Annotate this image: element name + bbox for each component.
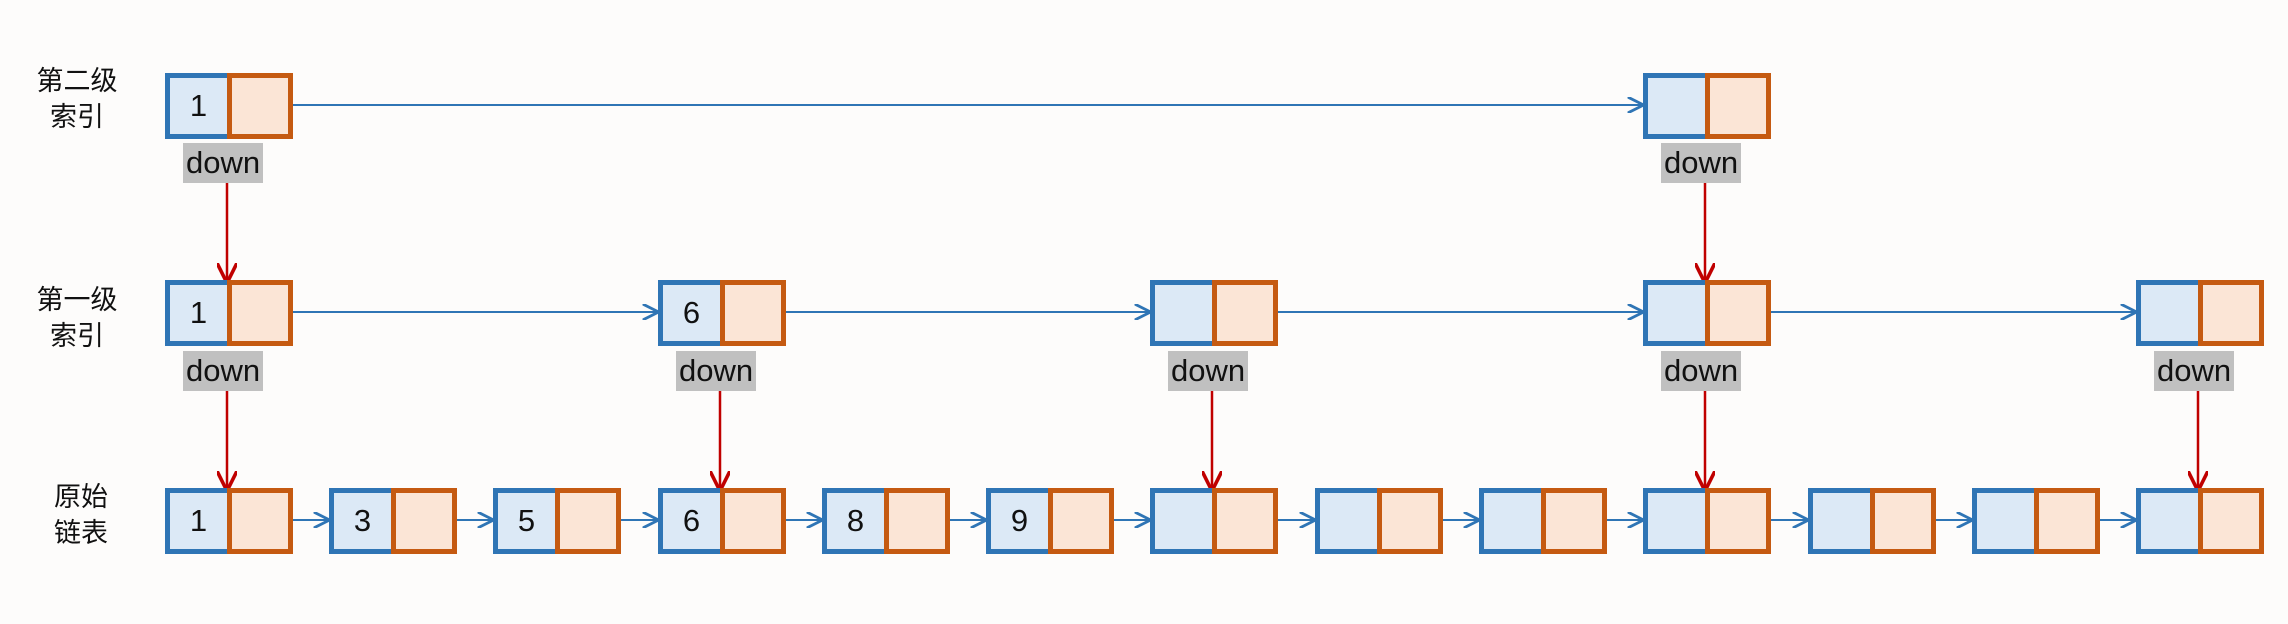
node-key: 5: [493, 488, 560, 554]
node-next-pointer: [1212, 280, 1278, 346]
node-key: [2136, 280, 2203, 346]
node-next-pointer: [884, 488, 950, 554]
level1-node: [1643, 280, 1771, 346]
level2-label: 第二级 索引: [22, 64, 132, 136]
node-next-pointer: [1870, 488, 1936, 554]
node-next-pointer: [555, 488, 621, 554]
node-key: 8: [822, 488, 889, 554]
base-node: [1643, 488, 1771, 554]
base-node: 9: [986, 488, 1114, 554]
level1-node: 6: [658, 280, 786, 346]
base-node: 5: [493, 488, 621, 554]
level1-label-line1: 第一级: [36, 285, 118, 316]
node-next-pointer: [1541, 488, 1607, 554]
down-label: down: [183, 351, 264, 391]
node-next-pointer: [227, 488, 293, 554]
node-key: 1: [165, 280, 232, 346]
node-key: [1315, 488, 1382, 554]
node-next-pointer: [720, 488, 786, 554]
level2-label-line1: 第二级: [36, 66, 118, 97]
down-label: down: [676, 351, 757, 391]
node-key: [1150, 488, 1217, 554]
base-label-line2: 链表: [54, 518, 108, 549]
node-key: [1643, 280, 1710, 346]
base-node: [2136, 488, 2264, 554]
base-node: 1: [165, 488, 293, 554]
node-next-pointer: [227, 280, 293, 346]
down-label: down: [2154, 351, 2235, 391]
level2-node: 1: [165, 73, 293, 139]
base-node: [1808, 488, 1936, 554]
base-label: 原始 链表: [26, 480, 136, 552]
base-node: [1315, 488, 1443, 554]
node-key: 6: [658, 488, 725, 554]
node-next-pointer: [2034, 488, 2100, 554]
node-key: 9: [986, 488, 1053, 554]
node-next-pointer: [720, 280, 786, 346]
down-label: down: [183, 143, 264, 183]
down-label: down: [1661, 143, 1742, 183]
base-node: 8: [822, 488, 950, 554]
node-next-pointer: [1048, 488, 1114, 554]
node-key: 1: [165, 73, 232, 139]
base-node: 6: [658, 488, 786, 554]
node-key: [1479, 488, 1546, 554]
node-key: 3: [329, 488, 396, 554]
node-next-pointer: [227, 73, 293, 139]
node-next-pointer: [2198, 488, 2264, 554]
node-key: 6: [658, 280, 725, 346]
base-node: 3: [329, 488, 457, 554]
node-next-pointer: [1705, 488, 1771, 554]
base-label-line1: 原始: [54, 482, 108, 513]
level1-node: [1150, 280, 1278, 346]
level1-node: 1: [165, 280, 293, 346]
level1-label-line2: 索引: [50, 321, 104, 352]
down-label: down: [1168, 351, 1249, 391]
level1-node: [2136, 280, 2264, 346]
node-key: [1643, 73, 1710, 139]
node-next-pointer: [1212, 488, 1278, 554]
node-next-pointer: [391, 488, 457, 554]
level2-label-line2: 索引: [50, 102, 104, 133]
node-key: [1972, 488, 2039, 554]
node-key: [1643, 488, 1710, 554]
node-next-pointer: [1377, 488, 1443, 554]
node-key: [1808, 488, 1875, 554]
base-node: [1972, 488, 2100, 554]
node-key: [2136, 488, 2203, 554]
level1-label: 第一级 索引: [22, 283, 132, 355]
node-next-pointer: [2198, 280, 2264, 346]
base-node: [1150, 488, 1278, 554]
node-key: 1: [165, 488, 232, 554]
node-next-pointer: [1705, 280, 1771, 346]
base-node: [1479, 488, 1607, 554]
down-label: down: [1661, 351, 1742, 391]
node-key: [1150, 280, 1217, 346]
node-next-pointer: [1705, 73, 1771, 139]
level2-node: [1643, 73, 1771, 139]
